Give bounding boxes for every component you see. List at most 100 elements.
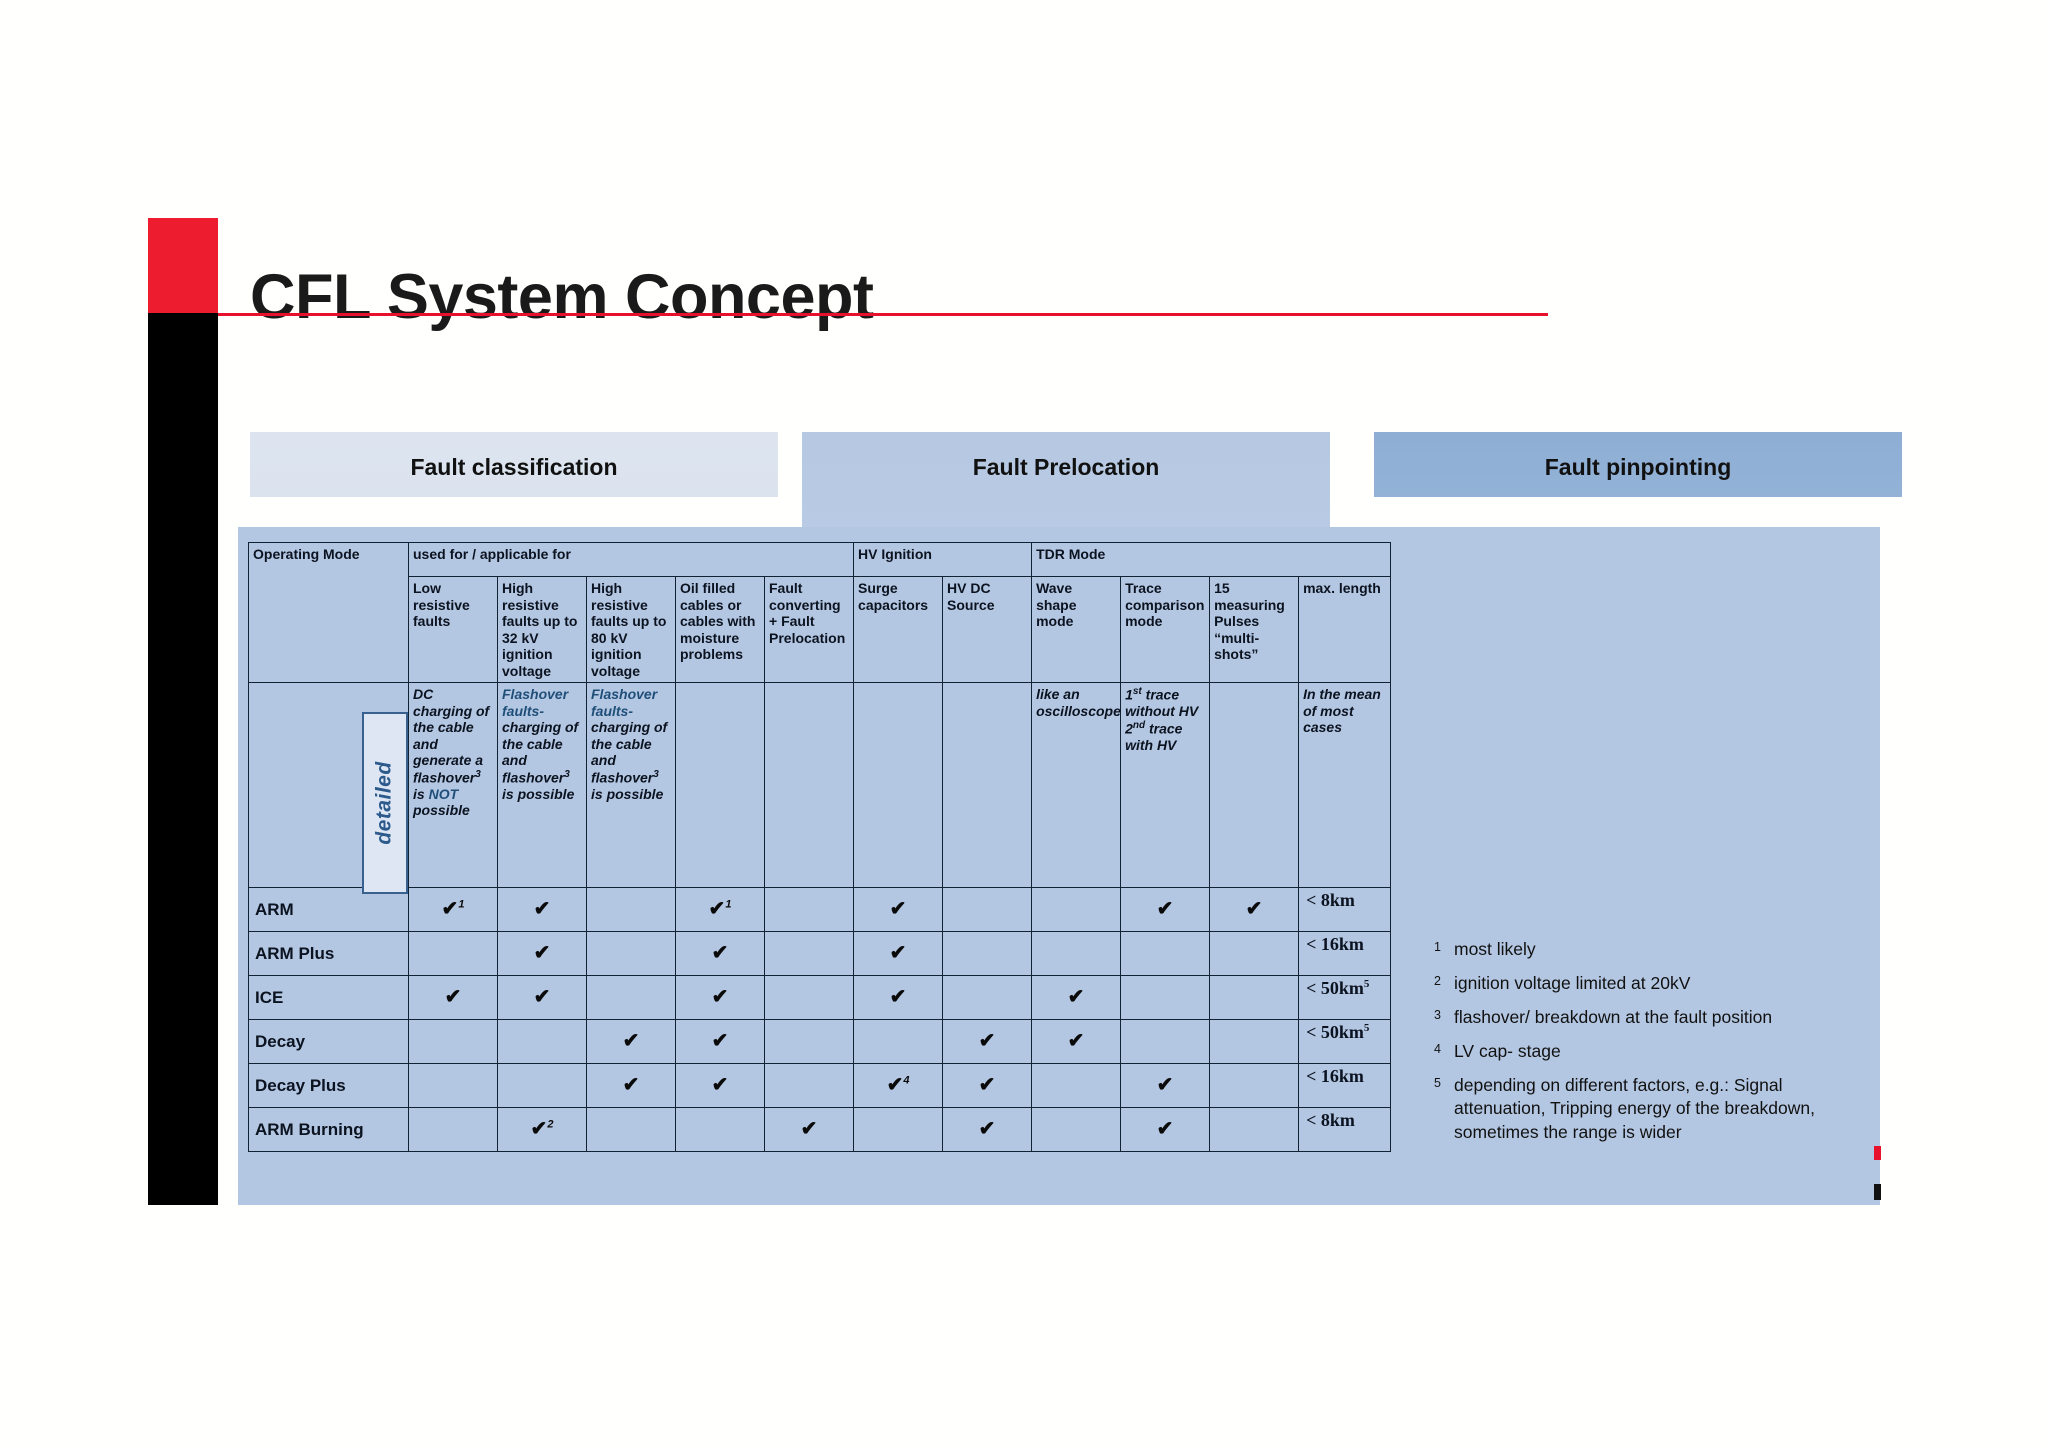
check-cell: ✔ — [853, 975, 944, 1021]
tab-fault-prelocation[interactable]: Fault Prelocation — [802, 432, 1330, 542]
tab-fault-pinpointing[interactable]: Fault pinpointing — [1374, 432, 1902, 497]
footnote-number: 4 — [1434, 1042, 1441, 1057]
checkmark-icon: ✔ — [711, 1073, 729, 1096]
row-label-operating-mode: ICE — [248, 975, 409, 1021]
column-header: Trace comparison mode — [1120, 575, 1211, 684]
detailed-cell: like an oscilloscope — [1031, 682, 1122, 889]
empty-cell — [763, 975, 855, 1021]
empty-cell — [763, 887, 855, 933]
empty-cell — [586, 1107, 676, 1153]
empty-cell — [1209, 931, 1300, 977]
column-header: Oil filled cables or cables with moistur… — [675, 575, 765, 684]
footnote-item: 3 flashover/ breakdown at the fault posit… — [1434, 1006, 1854, 1029]
check-cell: ✔ — [942, 1063, 1033, 1109]
max-length-cell: < 16km — [1298, 1063, 1392, 1109]
table-row: Decay✔✔✔✔< 50km5 — [248, 1019, 1392, 1065]
empty-cell — [1209, 1063, 1300, 1109]
empty-cell — [853, 1107, 944, 1153]
checkmark-icon: ✔ — [444, 985, 462, 1008]
black-accent-bar — [148, 313, 218, 1205]
check-cell: ✔1 — [408, 887, 498, 933]
checkmark-icon: ✔ — [711, 1029, 729, 1052]
table-row: ICE ✔ ✔ ✔ ✔ ✔ < 50km5 — [248, 975, 1392, 1021]
checkmark-icon: ✔ — [889, 941, 907, 964]
empty-cell — [408, 1063, 498, 1109]
tab-label: Fault classification — [410, 454, 618, 480]
detailed-cell — [853, 682, 944, 889]
empty-cell — [942, 931, 1033, 977]
empty-cell — [1209, 1019, 1300, 1065]
column-header: Surge capacitors — [853, 575, 944, 684]
check-cell: ✔ — [586, 1063, 676, 1109]
footnote-text: ignition voltage limited at 20kV — [1454, 973, 1691, 994]
check-cell: ✔2 — [497, 1107, 587, 1153]
checkmark-icon: ✔ — [1067, 1029, 1085, 1052]
check-cell: ✔ — [1209, 887, 1300, 933]
column-header: 15 measuring Pulses “multi-shots” — [1209, 575, 1300, 684]
max-length-cell: < 16km — [1298, 931, 1392, 977]
detailed-row-badge: detailed — [362, 712, 408, 894]
column-header: Low resistive faults — [408, 575, 498, 684]
empty-cell — [763, 931, 855, 977]
detailed-cell — [675, 682, 765, 889]
group-header: TDR Mode — [1031, 542, 1392, 577]
checkmark-icon: ✔ — [978, 1117, 996, 1140]
group-header: HV Ignition — [853, 542, 1033, 577]
column-header: max. length — [1298, 575, 1392, 684]
footnote-item: 4 LV cap- stage — [1434, 1040, 1854, 1063]
column-header: High resistive faults up to 80 kV igniti… — [586, 575, 676, 684]
check-cell: ✔ — [853, 931, 944, 977]
footnote-number: 3 — [1434, 1008, 1441, 1023]
check-cell: ✔ — [675, 1063, 765, 1109]
detailed-cell: Flashover faults-charging of the cable a… — [586, 682, 676, 889]
checkmark-icon: ✔ — [978, 1073, 996, 1096]
detailed-cell — [763, 682, 855, 889]
table-row: ARM Plus✔✔✔< 16km — [248, 931, 1392, 977]
checkmark-icon: ✔ — [1245, 897, 1263, 920]
tab-fault-classification[interactable]: Fault classification — [250, 432, 778, 497]
footnote-text: LV cap- stage — [1454, 1041, 1561, 1062]
column-header: High resistive faults up to 32 kV igniti… — [497, 575, 587, 684]
empty-cell — [1120, 931, 1211, 977]
empty-cell — [408, 931, 498, 977]
check-cell: ✔ — [675, 975, 765, 1021]
red-accent-bar — [148, 218, 218, 314]
empty-cell — [1120, 975, 1211, 1021]
checkmark-icon: ✔1 — [441, 897, 465, 920]
footnote-text: flashover/ breakdown at the fault positi… — [1454, 1007, 1773, 1028]
checkmark-icon: ✔ — [978, 1029, 996, 1052]
checkmark-icon: ✔ — [1067, 985, 1085, 1008]
checkmark-icon: ✔ — [1156, 1073, 1174, 1096]
empty-cell — [942, 975, 1033, 1021]
empty-cell — [853, 1019, 944, 1065]
empty-cell — [1031, 931, 1122, 977]
empty-cell — [1209, 1107, 1300, 1153]
check-cell: ✔ — [497, 975, 587, 1021]
checkmark-icon: ✔ — [889, 985, 907, 1008]
empty-cell — [1031, 887, 1122, 933]
table-row: ARM✔1✔✔1✔✔✔< 8km — [248, 887, 1392, 933]
max-length-cell: < 50km5 — [1298, 975, 1392, 1021]
check-cell: ✔ — [497, 931, 587, 977]
detailed-cell: Flashover faults-charging of the cable a… — [497, 682, 587, 889]
check-cell: ✔ — [497, 887, 587, 933]
checkmark-icon: ✔4 — [886, 1073, 910, 1096]
check-cell: ✔1 — [675, 887, 765, 933]
empty-cell — [497, 1063, 587, 1109]
detailed-cell: DC charging of the cable and generate a … — [408, 682, 498, 889]
check-cell: ✔ — [408, 975, 498, 1021]
empty-cell — [763, 1063, 855, 1109]
row-label-operating-mode: Decay — [248, 1019, 409, 1065]
checkmark-icon: ✔ — [889, 897, 907, 920]
check-cell: ✔ — [675, 931, 765, 977]
empty-cell — [1209, 975, 1300, 1021]
checkmark-icon: ✔ — [622, 1073, 640, 1096]
row-label-operating-mode: ARM Burning — [248, 1107, 409, 1153]
footnote-number: 5 — [1434, 1076, 1441, 1091]
